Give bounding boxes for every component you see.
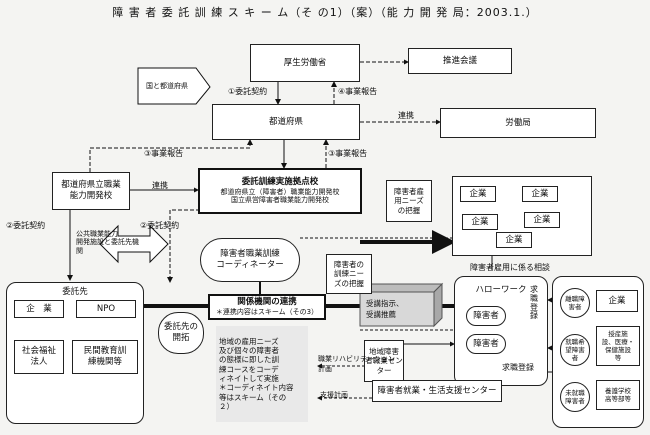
liaison-title: 関係機関の連携: [237, 297, 297, 308]
contractor-welfare: 社会福祉 法人: [14, 340, 64, 374]
contractor-private-label: 民間教育訓 練機関等: [83, 346, 127, 367]
new-contractor-callout: 委託先の 開拓: [158, 312, 204, 354]
label-renkei-1: 連携: [398, 111, 414, 120]
right-company-label: 企業: [608, 295, 626, 306]
label-public-facility: 公共職業能力 開発施設と委託先機 関: [76, 230, 139, 255]
hellowork-label: ハローワーク: [475, 285, 527, 295]
page-title: 障 害 者 委 託 訓 練 ス キ ー ム（そ の1）（案）（能 力 開 発 局…: [112, 6, 538, 19]
consult-label: 障害者雇用に係る相談: [470, 263, 550, 272]
right-jobseeking-label: 就職希 望障害 者: [565, 337, 585, 363]
prefecture-box: 都道府県: [212, 104, 360, 140]
label-contract-2a: ②委託契約: [6, 221, 46, 230]
coordination-description: 地域の雇用ニーズ 及び個々の障害者 の態様に即した訓 練コースをコーデ ィネイト…: [216, 326, 308, 422]
coordinator-oval: 障害者職業訓練 コーディネーター: [200, 238, 300, 282]
pref-label: 都道府県: [268, 116, 303, 127]
employer-needs-callout: 障害者雇 用ニーズ の把握: [386, 180, 432, 222]
contractor-private: 民間教育訓 練機関等: [72, 340, 138, 374]
right-separated-label: 離職障 害者: [565, 294, 585, 311]
label-contract-2b: ②委託契約: [140, 221, 180, 230]
pref-school-box: 都道府県立職業 能力開発校: [52, 172, 130, 210]
life-center-label: 障害者就業・生活支援センター: [377, 385, 497, 396]
trainee-grasp-label: 障害者の 訓練ニー ズの把握: [334, 259, 364, 288]
hw-disabled-1: 障害者: [466, 306, 506, 326]
contractor-npo: NPO: [76, 300, 136, 318]
natpref-label: 国と都道府県: [146, 81, 188, 90]
contractor-npo-label: NPO: [96, 303, 116, 314]
company-4-label: 企業: [533, 214, 551, 225]
company-3-label: 企業: [471, 216, 489, 227]
label-report-4: ④事業報告: [338, 87, 378, 96]
contractor-title: 委託先: [62, 287, 88, 297]
liaison-box: 関係機関の連携 ＊連携内容はスキーム（その3）: [208, 294, 326, 320]
contractor-welfare-label: 社会福祉 法人: [21, 346, 56, 367]
promo-label: 推進会議: [442, 55, 477, 66]
hub-sub1: 都道府県立（障害者）職業能力開発校: [220, 187, 340, 196]
right-facilities: 授産施 設、医療・ 保健施設 等: [596, 326, 640, 366]
right-unemployed-label: 未就職 障害者: [565, 388, 585, 405]
right-jobseeking: 就職希 望障害 者: [560, 334, 590, 366]
company-2-label: 企業: [531, 188, 549, 199]
label-contract-1: ①委託契約: [228, 87, 268, 96]
contractor-company: 企 業: [14, 300, 64, 318]
company-5-label: 企業: [505, 234, 523, 245]
right-separated: 離職障 害者: [560, 288, 590, 318]
liaison-note: ＊連携内容はスキーム（その3）: [215, 307, 319, 316]
labor-label: 労働局: [505, 117, 531, 128]
hub-school-box: 委託訓練実施拠点校 都道府県立（障害者）職業能力開発校 国立県営障害者職業能力開…: [198, 168, 362, 214]
national-prefecture-arrow: 国と都道府県: [140, 76, 194, 96]
right-school: 養護学校 高等部等: [596, 380, 640, 410]
instruct-label: 受講指示、 受講推薦: [366, 299, 404, 319]
vocational-center-label: 地域障害 者職業セン ター: [365, 346, 403, 375]
company-2: 企業: [522, 186, 558, 202]
labor-bureau-box: 労働局: [440, 108, 596, 138]
promotion-council-box: 推進会議: [408, 48, 512, 74]
label-report-3a: ③事業報告: [144, 149, 184, 158]
label-renkei-2: 連携: [152, 181, 168, 190]
coord-label: 障害者職業訓練 コーディネーター: [216, 249, 284, 270]
hw-disabled-1-label: 障害者: [473, 310, 499, 321]
mhlw-box: 厚生労働省: [250, 44, 360, 82]
company-1-label: 企業: [469, 188, 487, 199]
company-3: 企業: [462, 214, 498, 230]
company-5: 企業: [496, 232, 532, 248]
hw-disabled-2-label: 障害者: [473, 338, 499, 349]
company-4: 企業: [524, 212, 560, 228]
right-company: 企業: [596, 290, 638, 312]
job-registration-label: 求職登録: [502, 363, 534, 372]
right-facilities-label: 授産施 設、医療・ 保健施設 等: [601, 329, 635, 363]
mhlw-label: 厚生労働省: [283, 57, 327, 68]
life-support-center-box: 障害者就業・生活支援センター: [372, 380, 502, 402]
company-1: 企業: [460, 186, 496, 202]
label-report-3b: ③事業報告: [328, 149, 368, 158]
contractor-company-label: 企 業: [26, 303, 52, 314]
hw-disabled-2: 障害者: [466, 334, 506, 354]
support-plan-label: 支援計画: [320, 391, 348, 399]
voc-plan-label: 職業リハビリテーション 計画: [318, 355, 395, 373]
hub-title: 委託訓練実施拠点校: [241, 176, 319, 187]
prefschool-label: 都道府県立職業 能力開発校: [61, 180, 121, 201]
right-school-label: 養護学校 高等部等: [605, 386, 631, 403]
right-unemployed: 未就職 障害者: [560, 382, 590, 412]
employer-grasp-label: 障害者雇 用ニーズ の把握: [394, 186, 424, 215]
job-registration-vertical: 求 職 登 録: [530, 285, 538, 321]
hub-sub2: 国立県営障害者職業能力開発校: [231, 196, 329, 205]
newdev-label: 委託先の 開拓: [163, 322, 198, 343]
coord-desc-text: 地域の雇用ニーズ 及び個々の障害者 の態様に即した訓 練コースをコーデ ィネイト…: [219, 336, 294, 412]
hellowork-box: ハローワーク: [454, 276, 548, 386]
trainee-needs-callout: 障害者の 訓練ニー ズの把握: [326, 254, 372, 294]
